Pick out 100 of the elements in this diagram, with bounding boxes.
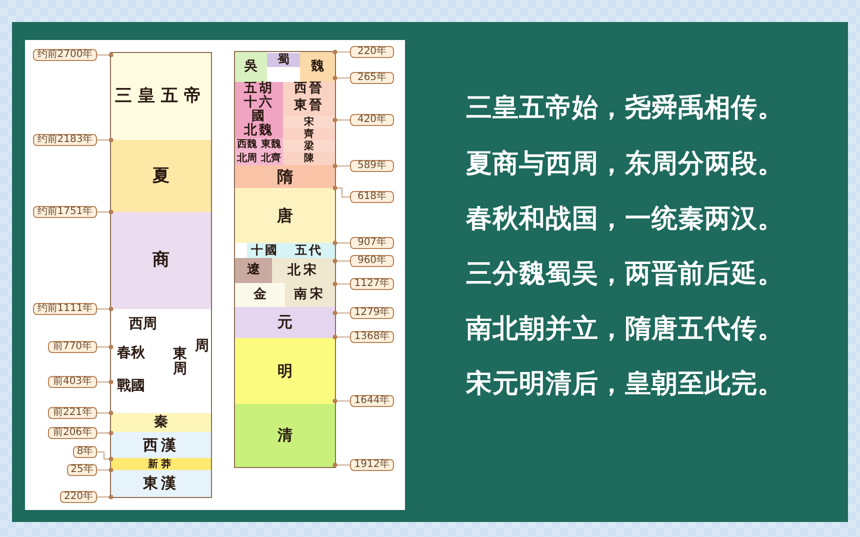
date-tag: 前403年 xyxy=(48,376,97,388)
date-tag: 1279年 xyxy=(350,307,394,319)
period-block xyxy=(283,82,335,96)
period-name: 南宋 xyxy=(294,288,326,303)
leader-line xyxy=(96,410,114,416)
period-block xyxy=(111,53,211,140)
period-name: 清 xyxy=(278,427,292,444)
period-name: 東周 xyxy=(173,347,187,378)
period-block xyxy=(300,52,335,82)
period-block xyxy=(111,458,211,470)
date-tag: 25年 xyxy=(67,464,97,476)
date-tag: 1912年 xyxy=(350,459,394,471)
period-block xyxy=(283,116,335,128)
leader-line xyxy=(332,398,350,404)
leader-line xyxy=(96,344,114,350)
leader-line xyxy=(96,430,114,436)
period-block xyxy=(235,188,335,243)
period-block xyxy=(111,140,211,212)
period-name: 吳 xyxy=(244,60,258,74)
date-tag: 约前1111年 xyxy=(33,303,97,315)
period-name: 隋 xyxy=(277,168,293,186)
leader-line xyxy=(332,282,350,286)
leader-line xyxy=(332,76,350,80)
period-block xyxy=(235,165,335,188)
period-block xyxy=(283,152,335,165)
period-block xyxy=(235,258,272,283)
period-name: 五代 xyxy=(295,244,323,258)
leader-line xyxy=(96,380,114,384)
period-name: 西周 xyxy=(129,317,157,332)
leader-line xyxy=(332,258,350,264)
leader-line xyxy=(332,164,350,168)
period-name: 金 xyxy=(254,288,266,302)
period-block xyxy=(111,413,211,432)
verse-line: 宋元明清后，皇朝至此完。 xyxy=(466,368,784,401)
date-tag: 1368年 xyxy=(350,331,394,343)
period-name: 春秋 xyxy=(117,346,145,362)
period-block xyxy=(283,140,335,152)
verse-line: 夏商与西周，东周分两段。 xyxy=(466,148,784,181)
period-name: 北齊 xyxy=(261,152,281,164)
period-block xyxy=(235,52,267,82)
date-tag: 265年 xyxy=(350,72,394,84)
period-name: 十國 xyxy=(251,244,279,258)
period-name: 北宋 xyxy=(288,264,320,278)
period-block xyxy=(235,124,283,138)
period-name: 梁 xyxy=(304,140,314,152)
leader-line xyxy=(332,50,350,54)
period-name: 唐 xyxy=(277,206,293,224)
date-tag: 前770年 xyxy=(48,341,97,353)
period-name: 北魏 xyxy=(244,124,274,138)
date-tag: 907年 xyxy=(350,237,394,249)
verse-line: 三分魏蜀吴，两晋前后延。 xyxy=(466,258,784,291)
period-block xyxy=(235,82,283,124)
leader-line xyxy=(96,306,114,312)
leader-line xyxy=(96,138,114,142)
period-name: 夏 xyxy=(152,166,170,186)
leader-line xyxy=(332,310,350,316)
leader-line xyxy=(332,186,350,198)
date-tag: 前206年 xyxy=(48,427,97,439)
date-tag: 约前2700年 xyxy=(33,49,97,61)
leader-line xyxy=(332,462,350,468)
date-tag: 约前1751年 xyxy=(33,206,97,218)
period-name: 戰國 xyxy=(117,379,145,394)
leader-line xyxy=(96,52,114,58)
verse-line: 三皇五帝始，尧舜禹相传。 xyxy=(466,92,784,125)
period-block xyxy=(272,258,335,284)
period-block xyxy=(235,283,285,307)
period-name: 宋 xyxy=(304,116,314,128)
period-block xyxy=(235,404,335,467)
period-name: 西晉 xyxy=(294,82,324,96)
date-tag: 约前2183年 xyxy=(33,134,97,146)
date-tag: 618年 xyxy=(350,191,394,203)
period-name: 東晉 xyxy=(294,98,324,114)
period-name: 新莽 xyxy=(148,458,174,470)
date-tag: 1644年 xyxy=(350,395,394,407)
period-name: 北周 xyxy=(237,152,257,164)
period-name: 遼 xyxy=(247,263,260,278)
period-name: 商 xyxy=(152,251,170,270)
leader-line xyxy=(96,468,114,472)
period-name: 陳 xyxy=(304,153,314,164)
period-block xyxy=(235,307,335,338)
period-block xyxy=(267,53,300,67)
period-name: 東魏 xyxy=(261,139,281,150)
date-tag: 220年 xyxy=(60,491,97,503)
period-block xyxy=(235,338,335,404)
period-name: 西漢 xyxy=(143,436,179,454)
period-name: 周 xyxy=(195,339,209,354)
period-name: 蜀 xyxy=(278,53,290,67)
period-block xyxy=(111,432,211,458)
leader-line xyxy=(332,240,350,246)
date-tag: 420年 xyxy=(350,114,394,126)
date-tag: 前221年 xyxy=(48,407,97,419)
leader-line xyxy=(96,210,114,214)
period-name: 元 xyxy=(278,314,292,331)
leader-line xyxy=(96,452,114,462)
period-name: 五胡十六國 xyxy=(244,82,275,124)
period-block xyxy=(283,96,335,116)
leader-line xyxy=(96,494,114,500)
period-block xyxy=(285,284,335,307)
period-name: 三皇五帝 xyxy=(115,87,207,106)
date-tag: 220年 xyxy=(350,46,394,58)
